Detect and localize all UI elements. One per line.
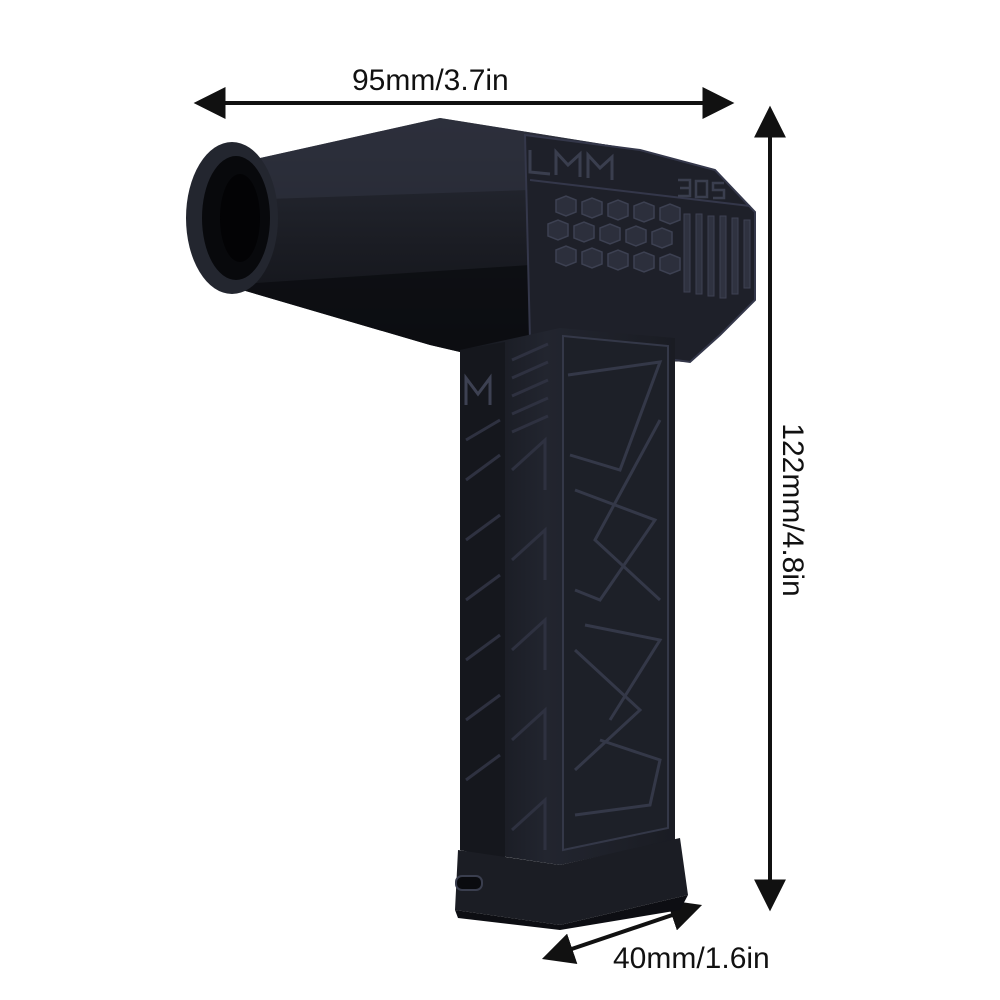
- badge-305: [678, 178, 726, 200]
- grip-side-slats: [465, 342, 549, 850]
- depth-arrow: [541, 900, 703, 964]
- logo-lmm: [528, 148, 614, 180]
- usb-port: [455, 875, 483, 891]
- blower-base: [455, 838, 688, 925]
- grip-pattern: [567, 360, 663, 817]
- height-label: 122mm/4.8in: [776, 423, 809, 597]
- grip-letter-m: [464, 373, 492, 405]
- blower-device: [186, 118, 756, 930]
- honeycomb-vents: [547, 195, 681, 275]
- width-label: 95mm/3.7in: [352, 64, 509, 97]
- depth-label: 40mm/1.6in: [613, 942, 770, 975]
- side-vents: [683, 213, 751, 299]
